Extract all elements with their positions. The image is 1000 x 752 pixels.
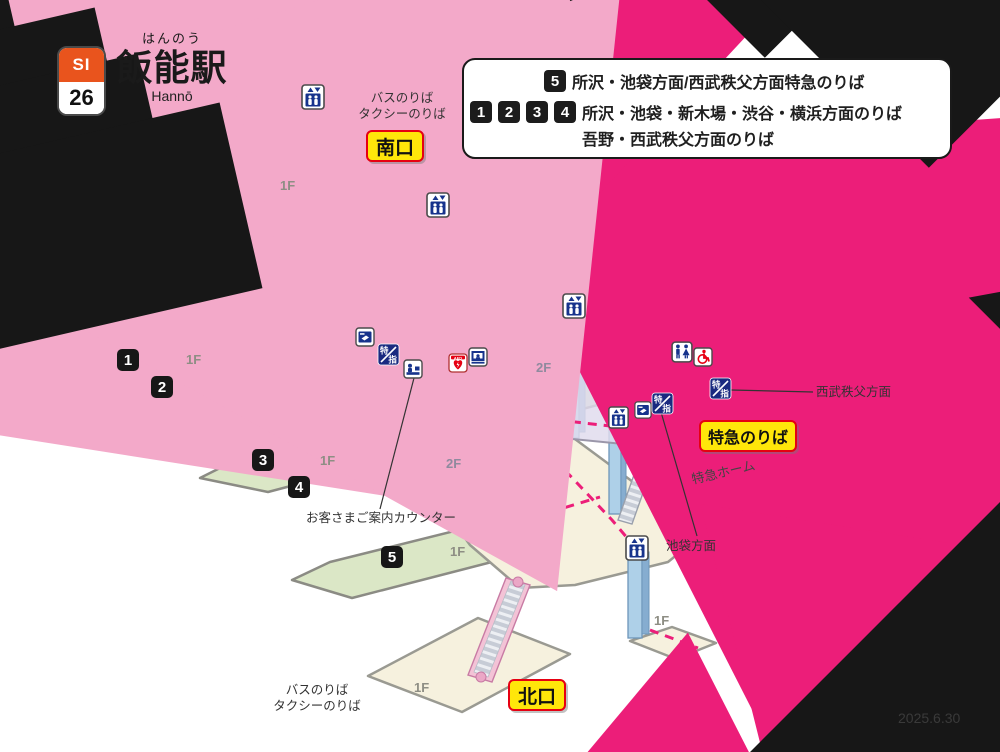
south-transport-label: バスのりば タクシーのりば <box>352 90 452 123</box>
station-name-block: はんのう 飯能駅 Hannō <box>104 28 240 104</box>
svg-text:特: 特 <box>712 380 721 390</box>
svg-text:AED: AED <box>454 355 462 360</box>
ticket-machine-icon <box>355 327 375 347</box>
ltd-exp-ticket-icon: 特 指 <box>651 392 674 415</box>
north-exit-landing <box>366 616 572 714</box>
platform-badge-1: 1 <box>117 349 139 371</box>
station-number-badge: SI 26 <box>57 46 106 116</box>
floor-label-1f: 1F <box>654 613 670 628</box>
guide-text-1234: 所沢・池袋・新木場・渋谷・横浜方面のりば <box>582 106 903 123</box>
platform-badge-5: 5 <box>381 546 403 568</box>
station-furigana: はんのう <box>141 31 202 46</box>
north-exit-label: 北口 <box>508 679 566 711</box>
customer-counter-label: お客さまご案内カウンター <box>306 511 457 525</box>
platform-badge-2: 2 <box>498 101 520 123</box>
revision-date: 2025.6.30 <box>898 710 961 726</box>
information-counter-icon <box>403 359 423 379</box>
guide-text-agano: 吾野・西武秩父方面のりば <box>582 132 775 149</box>
elevator-shaft-northeast <box>627 551 650 639</box>
elevator-icon <box>426 192 450 218</box>
station-romaji: Hannō <box>151 88 193 105</box>
wheelchair-accessible-icon <box>693 347 713 367</box>
floor-label-1f: 1F <box>280 178 296 193</box>
guide-text-5: 所沢・池袋方面/西武秩父方面特急のりば <box>572 75 865 92</box>
floor-label-1f: 1F <box>414 680 430 695</box>
platform-badge-4: 4 <box>554 101 576 123</box>
bus-stop-label: バスのりば <box>370 91 434 105</box>
guide-row-agano: 吾野・西武秩父方面のりば <box>582 126 774 150</box>
line-code: SI <box>59 48 104 82</box>
svg-text:指: 指 <box>388 355 397 365</box>
platform-badge-4: 4 <box>288 476 310 498</box>
south-exit-label: 南口 <box>366 130 424 162</box>
ticket-machine-icon <box>634 401 652 419</box>
elevator-icon <box>625 535 649 561</box>
platform-badge-1: 1 <box>470 101 492 123</box>
elevator-icon <box>608 406 629 429</box>
svg-text:指: 指 <box>720 389 729 399</box>
staffed-window-icon <box>468 347 488 367</box>
svg-text:指: 指 <box>662 404 671 414</box>
ltd-exp-ticket-icon: 特 指 <box>709 377 732 400</box>
guide-row-1234: 1 2 3 4 所沢・池袋・新木場・渋谷・横浜方面のりば <box>470 100 902 124</box>
aed-icon: AED <box>448 353 468 373</box>
floor-label-2f: 2F <box>446 456 462 471</box>
platform-badge-2: 2 <box>151 376 173 398</box>
station-number: 26 <box>59 82 104 114</box>
platform-badge-3: 3 <box>252 449 274 471</box>
svg-text:特: 特 <box>654 395 663 405</box>
ltd-exp-ticket-icon: 特 指 <box>377 343 400 366</box>
floor-label-1f: 1F <box>450 544 466 559</box>
bus-stop-label: バスのりば <box>285 683 349 697</box>
platform-badge-3: 3 <box>526 101 548 123</box>
taxi-stop-label: タクシーのりば <box>358 107 446 122</box>
page-title: 飯能駅 <box>116 47 228 88</box>
svg-text:特: 特 <box>380 346 389 356</box>
north-transport-label: バスのりば タクシーのりば <box>262 682 372 715</box>
floor-label-1f: 1F <box>320 453 336 468</box>
elevator-icon <box>301 84 325 110</box>
elevator-icon <box>562 293 586 319</box>
floor-label-2f: 2F <box>536 360 552 375</box>
taxi-stop-label: タクシーのりば <box>273 699 361 714</box>
seibu-chichibu-direction-label: 西武秩父方面 <box>816 385 892 399</box>
guide-row-5: 5 所沢・池袋方面/西武秩父方面特急のりば <box>544 69 864 93</box>
platform-badge-5: 5 <box>544 70 566 92</box>
leader-lines <box>379 377 814 537</box>
ltd-exp-boarding-label: 特急のりば <box>699 420 797 452</box>
ikebukuro-direction-label: 池袋方面 <box>666 539 717 553</box>
toilet-icon <box>671 341 693 363</box>
floor-label-1f: 1F <box>186 352 202 367</box>
escalator-north-exit <box>467 576 531 683</box>
platform-guide-box: 5 所沢・池袋方面/西武秩父方面特急のりば 1 2 3 4 所沢・池袋・新木場・… <box>462 58 952 159</box>
